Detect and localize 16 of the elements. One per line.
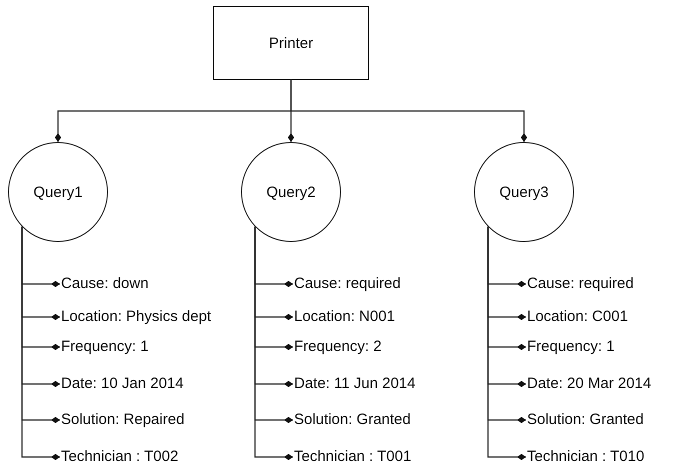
attribute-text: Cause: required	[527, 275, 634, 293]
connector	[487, 226, 526, 460]
entity-box	[213, 6, 369, 80]
attribute-text: Solution: Repaired	[61, 411, 184, 429]
connector	[290, 80, 528, 142]
node-label: Printer	[268, 34, 314, 52]
attribute-text: Frequency: 2	[294, 338, 382, 356]
attribute-text: Frequency: 1	[61, 338, 149, 356]
node-label: Query1	[33, 184, 83, 200]
node-label: Query3	[499, 184, 549, 200]
connector	[254, 226, 293, 460]
attribute-text: Frequency: 1	[527, 338, 615, 356]
attribute-text: Cause: required	[294, 275, 401, 293]
node-label: Query2	[266, 184, 316, 200]
attribute-text: Location: Physics dept	[61, 308, 212, 326]
connector	[21, 226, 60, 460]
